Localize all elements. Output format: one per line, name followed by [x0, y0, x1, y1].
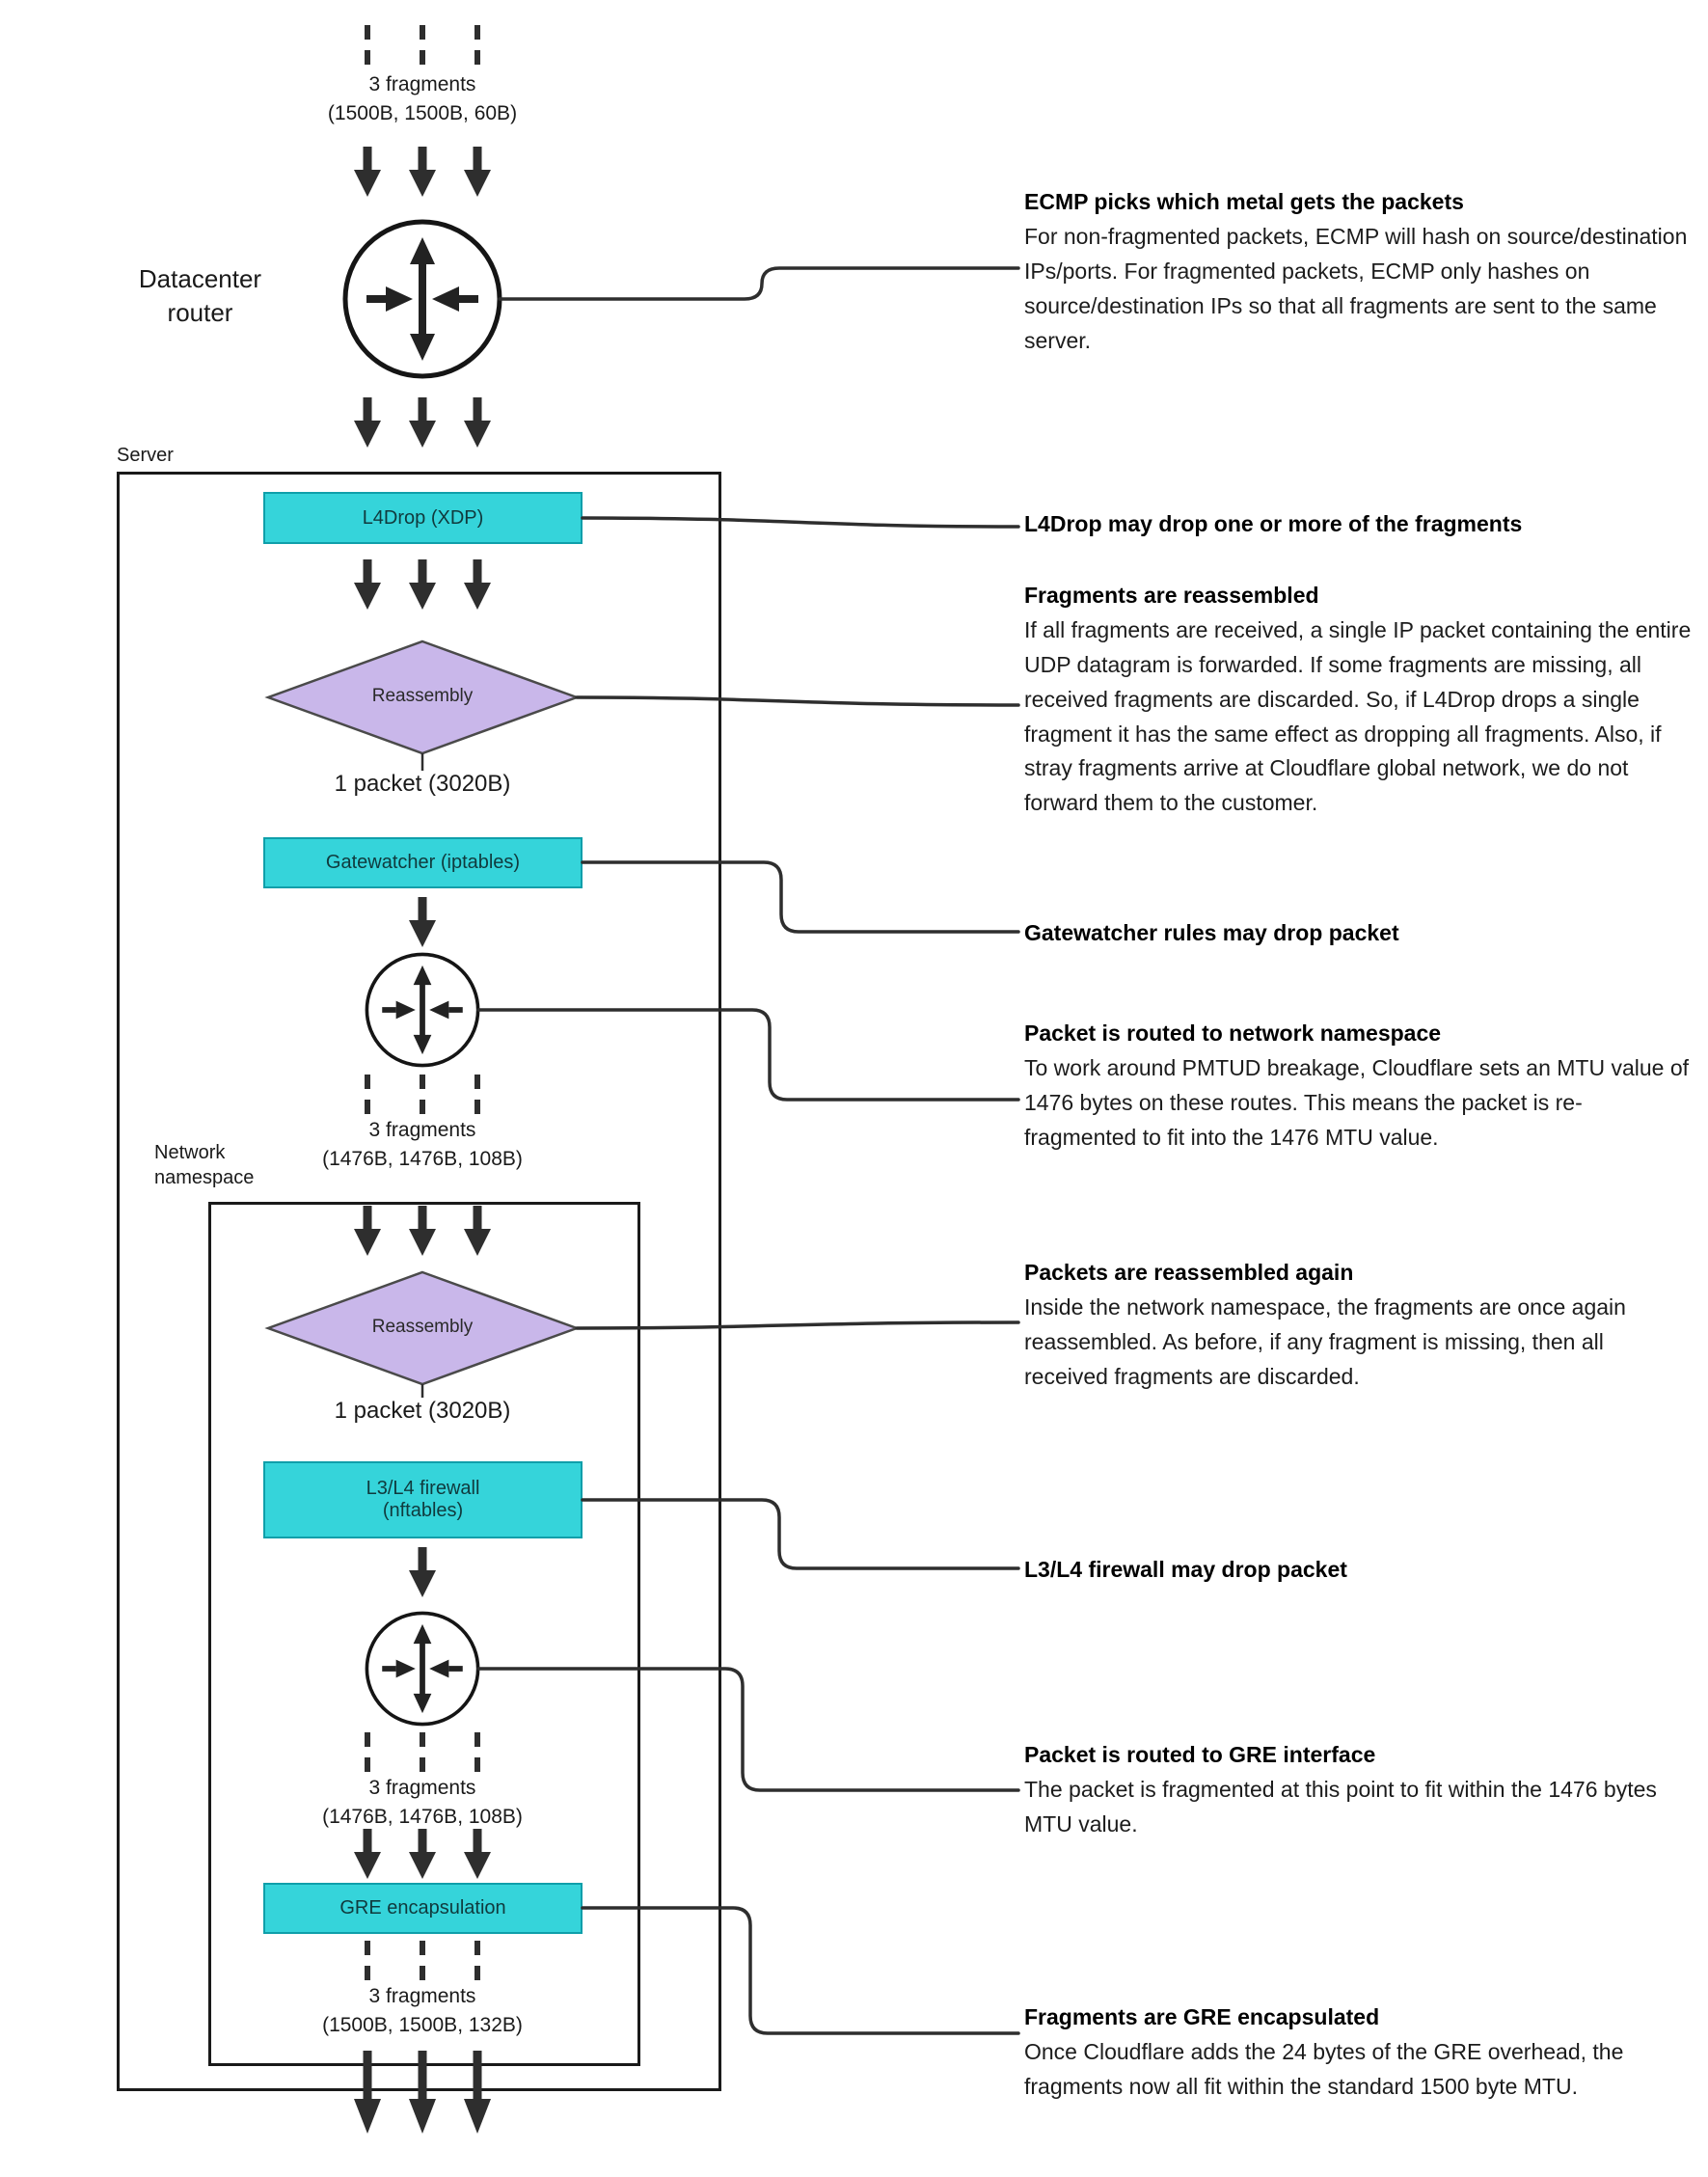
- annotation-gatewatcher: Gatewatcher rules may drop packet: [1024, 916, 1692, 951]
- node-gre-encapsulation: GRE encapsulation: [263, 1883, 583, 1934]
- annotation-routed-namespace: Packet is routed to network namespace To…: [1024, 1017, 1692, 1156]
- packet-1-label: 1 packet (3020B): [334, 771, 511, 797]
- reassembly-1-label: Reassembly: [371, 686, 474, 706]
- annotation-firewall: L3/L4 firewall may drop packet: [1024, 1553, 1692, 1588]
- server-label: Server: [117, 445, 174, 466]
- annotation-reassembled: Fragments are reassembled If all fragmen…: [1024, 579, 1692, 821]
- fragments-bottom-label: 3 fragments: [368, 1985, 476, 2007]
- fragments-mid2-label: 3 fragments: [368, 1777, 476, 1799]
- node-l3l4-firewall-label: L3/L4 firewall (nftables): [366, 1478, 480, 1521]
- packet-2-label: 1 packet (3020B): [334, 1398, 511, 1424]
- annotation-title: Packet is routed to GRE interface: [1024, 1742, 1376, 1767]
- node-gatewatcher-label: Gatewatcher (iptables): [325, 852, 521, 873]
- fragments-mid1-sizes: (1476B, 1476B, 108B): [322, 1148, 523, 1170]
- annotation-title: Packet is routed to network namespace: [1024, 1020, 1442, 1046]
- annotation-title: Gatewatcher rules may drop packet: [1024, 920, 1399, 945]
- annotation-title: ECMP picks which metal gets the packets: [1024, 189, 1464, 214]
- annotation-reassembled-again: Packets are reassembled again Inside the…: [1024, 1256, 1692, 1395]
- annotation-body: To work around PMTUD breakage, Cloudflar…: [1024, 1054, 1690, 1150]
- fragments-mid2-sizes: (1476B, 1476B, 108B): [322, 1806, 523, 1828]
- datacenter-router-label: Datacenter router: [138, 264, 262, 328]
- network-namespace-label: Network namespace: [154, 1142, 255, 1188]
- annotation-body: The packet is fragmented at this point t…: [1024, 1776, 1657, 1837]
- annotation-body: For non-fragmented packets, ECMP will ha…: [1024, 223, 1688, 353]
- annotation-ecmp: ECMP picks which metal gets the packets …: [1024, 185, 1692, 358]
- annotation-title: L3/L4 firewall may drop packet: [1024, 1557, 1347, 1582]
- annotation-title: Fragments are GRE encapsulated: [1024, 2004, 1380, 2029]
- fragments-mid1-label: 3 fragments: [368, 1119, 476, 1141]
- annotation-body: If all fragments are received, a single …: [1024, 616, 1692, 816]
- annotation-title: L4Drop may drop one or more of the fragm…: [1024, 511, 1523, 536]
- annotation-title: Packets are reassembled again: [1024, 1260, 1354, 1285]
- node-l3l4-firewall: L3/L4 firewall (nftables): [263, 1461, 583, 1538]
- fragments-bottom-sizes: (1500B, 1500B, 132B): [322, 2014, 523, 2036]
- fragments-top-sizes: (1500B, 1500B, 60B): [327, 102, 518, 124]
- annotation-l4drop: L4Drop may drop one or more of the fragm…: [1024, 507, 1692, 542]
- node-l4drop-label: L4Drop (XDP): [362, 506, 484, 529]
- fragments-top-label: 3 fragments: [368, 73, 476, 95]
- node-gatewatcher: Gatewatcher (iptables): [263, 837, 583, 888]
- reassembly-2-label: Reassembly: [371, 1317, 474, 1337]
- annotation-gre-encapsulated: Fragments are GRE encapsulated Once Clou…: [1024, 2000, 1692, 2105]
- annotation-title: Fragments are reassembled: [1024, 583, 1319, 608]
- node-gre-encapsulation-label: GRE encapsulation: [339, 1897, 506, 1918]
- annotation-body: Inside the network namespace, the fragme…: [1024, 1293, 1626, 1389]
- node-l4drop: L4Drop (XDP): [263, 492, 583, 544]
- annotation-body: Once Cloudflare adds the 24 bytes of the…: [1024, 2038, 1624, 2099]
- annotation-gre-interface: Packet is routed to GRE interface The pa…: [1024, 1738, 1692, 1842]
